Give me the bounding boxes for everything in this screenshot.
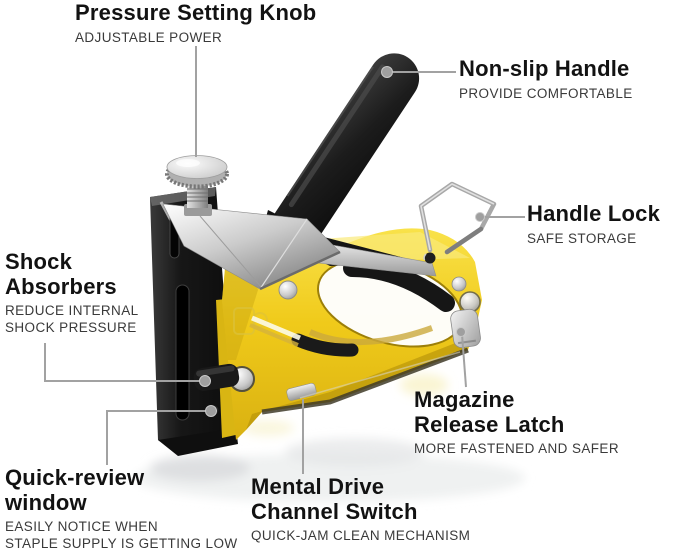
callout-subtitle: EASILY NOTICE WHEN bbox=[5, 519, 158, 534]
callout-title: Shock bbox=[5, 249, 73, 274]
callout-dots bbox=[199, 66, 485, 417]
pressure-knob bbox=[165, 155, 229, 216]
callout-title: Mental Drive bbox=[251, 474, 385, 499]
callout-subtitle: SAFE STORAGE bbox=[527, 230, 637, 246]
callout-subtitle: SHOCK PRESSURE bbox=[5, 319, 137, 335]
callout-dot-shock-absorbers bbox=[199, 375, 211, 387]
callout-dot-quick-review-window bbox=[205, 405, 217, 417]
callout-handle-lock: Handle Lock SAFE STORAGE bbox=[527, 201, 661, 247]
callout-title: Handle Lock bbox=[527, 201, 661, 226]
callout-subtitle: ADJUSTABLE POWER bbox=[75, 29, 223, 45]
callout-title: Release Latch bbox=[414, 411, 565, 437]
callout-mental-drive-channel-switch: Mental Drive Channel Switch QUICK-JAM CL… bbox=[251, 474, 471, 545]
bottom-channel bbox=[261, 347, 469, 415]
callout-lines bbox=[44, 46, 525, 474]
callout-subtitle: MORE FASTENED AND SAFER bbox=[414, 441, 619, 456]
callout-subtitle: PROVIDE COMFORTABLE bbox=[459, 85, 633, 101]
callout-shock-absorbers: Shock Absorbers REDUCE INTERNAL SHOCK PR… bbox=[5, 249, 139, 336]
callout-title: Non-slip Handle bbox=[459, 56, 630, 81]
callout-title: Absorbers bbox=[5, 273, 117, 299]
callout-title: window bbox=[5, 489, 87, 515]
chrome-bracket bbox=[162, 203, 437, 291]
callout-dot-handle-lock bbox=[475, 212, 485, 222]
callout-subtitle: STAPLE SUPPLY IS GETTING LOW bbox=[5, 535, 238, 551]
callout-dot-non-slip-handle bbox=[381, 66, 393, 78]
magazine-release-latch bbox=[450, 308, 481, 348]
callout-magazine-release-latch: Magazine Release Latch MORE FASTENED AND… bbox=[414, 387, 619, 458]
callout-line-quick-review-window bbox=[106, 410, 206, 465]
rivets bbox=[209, 252, 481, 415]
callout-title: Quick-review bbox=[5, 465, 145, 490]
callout-line-shock-absorbers bbox=[44, 343, 201, 382]
callout-title: Magazine bbox=[414, 387, 515, 412]
callout-dot-magazine-release-latch bbox=[456, 327, 466, 337]
handle-lock-wire bbox=[418, 181, 497, 255]
callout-subtitle: REDUCE INTERNAL bbox=[5, 303, 139, 318]
non-slip-handle bbox=[262, 53, 420, 266]
callout-subtitle: QUICK-JAM CLEAN MECHANISM bbox=[251, 528, 471, 543]
callout-quick-review-window: Quick-review window EASILY NOTICE WHEN S… bbox=[5, 465, 238, 552]
floor-reflection bbox=[135, 374, 525, 502]
callout-line-magazine-release-latch bbox=[461, 333, 467, 388]
callout-title: Channel Switch bbox=[251, 498, 418, 524]
callout-title: Pressure Setting Knob bbox=[75, 0, 317, 25]
callout-pressure-setting-knob: Pressure Setting Knob ADJUSTABLE POWER bbox=[75, 0, 317, 46]
callout-non-slip-handle: Non-slip Handle PROVIDE COMFORTABLE bbox=[459, 56, 633, 102]
